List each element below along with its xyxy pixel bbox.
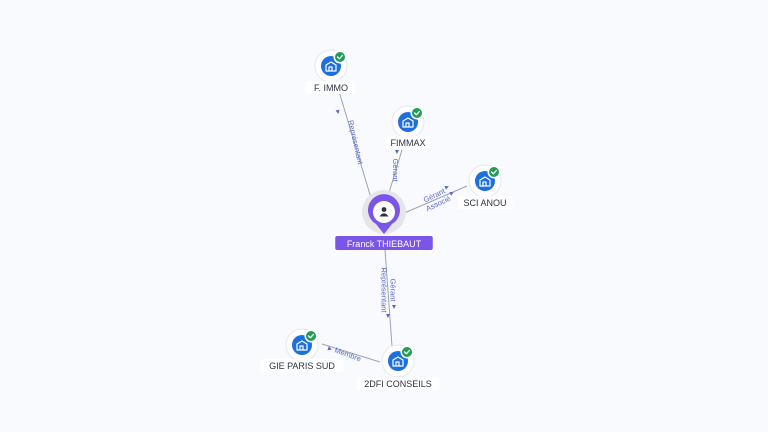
arrow-icon: [327, 346, 332, 351]
relation-label: Représentant: [346, 119, 365, 166]
arrow-icon: [392, 305, 396, 309]
edge-line: [321, 343, 381, 363]
arrow-icon: [444, 186, 449, 190]
person-label-box: [335, 236, 433, 250]
company-label-box: [306, 81, 356, 94]
company-label-box: [356, 377, 440, 390]
edge-line: [387, 149, 403, 197]
person-icon: [379, 207, 389, 217]
relation-edge[interactable]: Gérant: [387, 149, 403, 197]
company-name: FIMMAX: [391, 138, 426, 148]
company-label-box: [260, 359, 344, 372]
company-name: SCI ANOU: [463, 198, 506, 208]
company-node-gie[interactable]: GIE PARIS SUD: [260, 328, 344, 372]
edge-line: [401, 185, 468, 215]
edge-line: [337, 87, 372, 199]
company-name: GIE PARIS SUD: [269, 361, 335, 371]
building-icon: [296, 340, 308, 351]
company-name: F. IMMO: [314, 83, 348, 93]
arrow-icon: [395, 150, 399, 154]
building-icon: [479, 176, 491, 187]
arrow-icon: [449, 192, 454, 196]
building-icon: [325, 61, 337, 72]
arrow-icon: [386, 314, 390, 318]
person-name: Franck THIEBAUT: [347, 239, 422, 249]
relation-label: Représentant: [380, 267, 389, 313]
relation-edge[interactable]: Représentant: [335, 87, 372, 199]
building-icon: [392, 356, 404, 367]
check-badge-icon: [333, 50, 347, 64]
company-label-box: [457, 196, 513, 209]
check-badge-icon: [410, 106, 424, 120]
check-badge-icon: [304, 329, 318, 343]
building-icon: [402, 117, 414, 128]
check-badge-icon: [400, 345, 414, 359]
person-node[interactable]: Franck THIEBAUT: [335, 190, 433, 250]
company-label-box: [386, 136, 430, 149]
company-name: 2DFI CONSEILS: [364, 379, 432, 389]
company-node-scianou[interactable]: SCI ANOU: [457, 164, 513, 209]
check-badge-icon: [487, 165, 501, 179]
company-node-2dfi[interactable]: 2DFI CONSEILS: [356, 344, 440, 390]
edge-line: [383, 235, 393, 347]
person-inner: [373, 201, 395, 223]
relation-label: Gérant: [389, 279, 398, 303]
nodes-layer: F. IMMO FIMMAX SCI ANOU 2DFI CONSEILS GIE PA…: [260, 49, 513, 390]
arrow-icon: [335, 109, 340, 114]
company-node-fimmo[interactable]: F. IMMO: [306, 49, 356, 94]
relation-label: Gérant: [391, 159, 400, 183]
company-node-fimmax[interactable]: FIMMAX: [386, 105, 430, 149]
